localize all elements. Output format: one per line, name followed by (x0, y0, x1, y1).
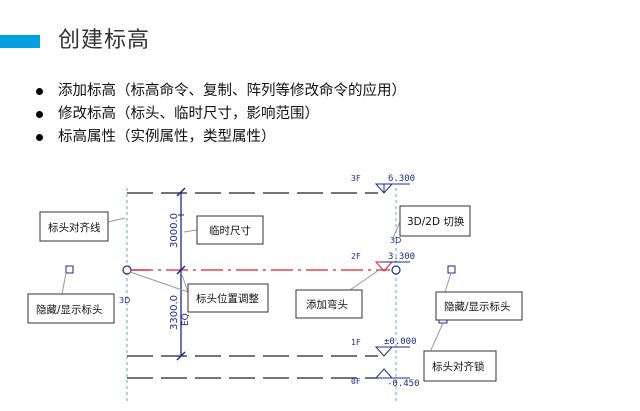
svg-text:标头对齐锁: 标头对齐锁 (432, 360, 485, 373)
hide-show-checkbox-right-icon[interactable] (447, 265, 456, 274)
level-1f-elevation[interactable]: ±0.000 (384, 337, 417, 347)
level-head-circle-right-icon[interactable] (391, 265, 401, 275)
svg-text:临时尺寸: 临时尺寸 (209, 224, 251, 237)
svg-text:隐藏/显示标头: 隐藏/显示标头 (36, 304, 103, 316)
level-head-circle-icon[interactable] (122, 265, 132, 275)
dim-eq-label: EQ (181, 313, 191, 326)
dim-text-upper[interactable]: 3000.0 (169, 213, 180, 248)
svg-text:添加弯头: 添加弯头 (306, 298, 348, 311)
level-marker-3f (374, 183, 410, 194)
bullet-dot-icon (36, 88, 43, 95)
level-3f-elevation[interactable]: 6.300 (388, 174, 415, 184)
callout-align-lock: 标头对齐锁 (423, 350, 497, 382)
callout-temp-dimension: 临时尺寸 (196, 215, 264, 245)
bullet-item: 标高属性（实例属性，类型属性） (36, 126, 406, 149)
callout-add-elbow: 添加弯头 (295, 289, 363, 319)
level-0f-name: 0F (351, 377, 361, 386)
view-3d-tag-right[interactable]: 3D (390, 236, 401, 245)
callout-3d-2d-switch: 3D/2D 切换 (399, 205, 471, 237)
view-3d-tag[interactable]: 3D (119, 296, 130, 305)
bullet-item: 修改标高（标头、临时尺寸，影响范围） (36, 103, 406, 126)
svg-text:标头对齐线: 标头对齐线 (48, 221, 101, 234)
leader-lines (61, 217, 452, 351)
hide-show-checkbox-icon[interactable] (65, 265, 74, 274)
dim-tick-icon (176, 187, 186, 361)
dim-text-lower[interactable]: 3300.0 (169, 295, 180, 330)
level-marker-1f (374, 346, 410, 357)
svg-text:3D/2D 切换: 3D/2D 切换 (407, 215, 465, 228)
callout-hide-show-left: 隐藏/显示标头 (27, 293, 115, 324)
callout-head-adjust: 标头位置调整 (187, 283, 269, 313)
callout-hide-show-right: 隐藏/显示标头 (435, 291, 523, 321)
level-1f-name: 1F (351, 338, 361, 347)
title-accent-bar (0, 35, 40, 48)
level-0f-elevation[interactable]: -0.450 (387, 379, 420, 389)
level-3f-name: 3F (351, 174, 361, 183)
svg-text:标头位置调整: 标头位置调整 (196, 292, 259, 305)
level-marker-0f (374, 368, 410, 379)
svg-text:隐藏/显示标头: 隐藏/显示标头 (444, 301, 511, 313)
level-2f-elevation[interactable]: 3.300 (388, 252, 415, 262)
slide-title: 创建标高 (58, 28, 151, 53)
bullet-item: 添加标高（标高命令、复制、阵列等修改命令的应用） (36, 80, 406, 103)
callout-align-line: 标头对齐线 (39, 211, 109, 242)
level-2f-name: 2F (351, 252, 361, 261)
bullet-list: 添加标高（标高命令、复制、阵列等修改命令的应用） 修改标高（标头、临时尺寸，影响… (36, 80, 406, 149)
bullet-dot-icon (36, 111, 43, 118)
bullet-dot-icon (36, 134, 43, 141)
